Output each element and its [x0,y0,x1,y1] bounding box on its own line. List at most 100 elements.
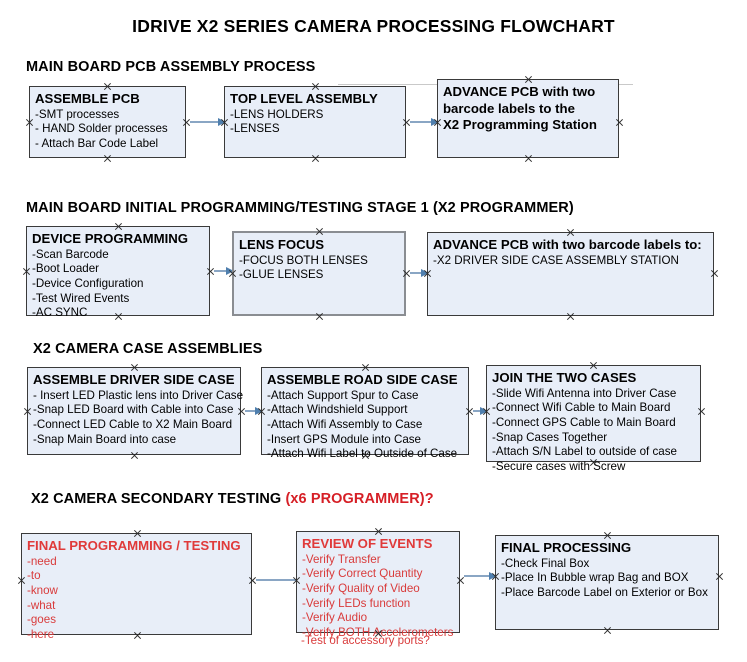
connection-handle-left[interactable] [257,407,266,416]
node-line: -SMT processes [35,107,120,121]
node-lens-focus[interactable]: LENS FOCUS -FOCUS BOTH LENSES -GLUE LENS… [232,231,406,316]
connection-handle-top[interactable] [103,82,112,91]
connection-handle-top[interactable] [130,363,139,372]
node-line: -Test Wired Events [32,291,130,305]
node-title: FINAL PROCESSING [501,540,632,555]
node-title: TOP LEVEL ASSEMBLY [230,91,378,106]
connection-handle-top[interactable] [603,531,612,540]
connection-handle-bottom[interactable] [524,154,533,163]
connection-handle-bottom[interactable] [114,312,123,321]
connection-handle-top[interactable] [311,82,320,91]
node-assemble-driver-side-case[interactable]: ASSEMBLE DRIVER SIDE CASE - Insert LED P… [27,367,244,455]
connection-handle-left[interactable] [292,576,301,585]
connection-handle-bottom[interactable] [315,312,324,321]
connection-handle-left[interactable] [220,118,229,127]
node-line: -Insert GPS Module into Case [267,432,422,446]
connection-handle-top[interactable] [524,75,533,84]
node-line: -GLUE LENSES [239,268,324,282]
node-title: ASSEMBLE PCB [35,91,140,106]
connection-handle-left[interactable] [22,267,31,276]
connection-handle-right[interactable] [715,572,724,581]
connection-handle-left[interactable] [423,269,432,278]
node-advance-pcb-driver-side[interactable]: ADVANCE PCB with two barcode labels to: … [427,232,714,316]
connection-handle-left[interactable] [433,118,442,127]
connection-handle-top[interactable] [566,228,575,237]
node-line: -LENS HOLDERS [230,107,324,121]
connection-handle-bottom[interactable] [374,629,383,638]
node-title: ASSEMBLE DRIVER SIDE CASE [33,372,235,387]
node-line: -Attach S/N Label to outside of case [492,445,677,459]
node-line: - HAND Solder processes [35,122,168,136]
connection-handle-bottom[interactable] [311,154,320,163]
node-join-the-two-cases[interactable]: JOIN THE TWO CASES -Slide Wifi Antenna i… [486,365,701,473]
node-line: - Insert LED Plastic lens into Driver Ca… [33,388,244,402]
node-title: ASSEMBLE ROAD SIDE CASE [267,372,458,387]
node-device-programming[interactable]: DEVICE PROGRAMMING -Scan Barcode -Boot L… [26,226,210,319]
node-line: -here [27,628,55,642]
node-title: ADVANCE PCB with two barcode labels to: [433,237,702,252]
node-title: LENS FOCUS [239,237,324,252]
connection-handle-top[interactable] [133,529,142,538]
page-title: IDRIVE X2 SERIES CAMERA PROCESSING FLOWC… [132,16,615,36]
connection-handle-bottom[interactable] [103,154,112,163]
node-title: JOIN THE TWO CASES [492,370,637,385]
node-line: -know [27,584,58,598]
connection-handle-left[interactable] [482,407,491,416]
connection-handle-bottom[interactable] [589,458,598,467]
connection-handle-left[interactable] [23,407,32,416]
node-line: -Slide Wifi Antenna into Driver Case [492,386,677,400]
connection-handle-top[interactable] [315,227,324,236]
node-final-processing[interactable]: FINAL PROCESSING -Check Final Box -Place… [495,535,719,630]
node-title-line3: X2 Programming Station [443,117,597,133]
section-heading-text: MAIN BOARD INITIAL PROGRAMMING/TESTING S… [26,200,574,216]
connection-handle-left[interactable] [491,572,500,581]
node-assemble-road-side-case[interactable]: ASSEMBLE ROAD SIDE CASE -Attach Support … [261,367,469,460]
node-line: -what [27,598,56,612]
connection-handle-bottom[interactable] [133,631,142,640]
section-heading-main-board-pcb-assembly: MAIN BOARD PCB ASSEMBLY PROCESS [26,59,315,75]
section-heading-text: MAIN BOARD PCB ASSEMBLY PROCESS [26,59,316,75]
node-top-level-assembly[interactable]: TOP LEVEL ASSEMBLY -LENS HOLDERS -LENSES [224,86,406,158]
section-heading-main-board-initial-programming: MAIN BOARD INITIAL PROGRAMMING/TESTING S… [26,200,574,216]
node-line: -Verify Audio [302,611,368,625]
node-line: -Device Configuration [32,277,144,291]
connection-handle-bottom[interactable] [130,451,139,460]
connection-handle-bottom[interactable] [603,626,612,635]
node-final-programming-testing[interactable]: FINAL PROGRAMMING / TESTING -need -to -k… [21,533,252,641]
connection-handle-left[interactable] [17,576,26,585]
connection-handle-right[interactable] [697,407,706,416]
node-line: -X2 DRIVER SIDE CASE ASSEMBLY STATION [433,253,679,267]
node-assemble-pcb[interactable]: ASSEMBLE PCB -SMT processes - HAND Solde… [29,86,186,158]
node-line: -FOCUS BOTH LENSES [239,253,368,267]
section-heading-x2-camera-case-assemblies: X2 CAMERA CASE ASSEMBLIES [33,341,262,357]
connection-handle-top[interactable] [589,361,598,370]
node-line: -LENSES [230,122,280,136]
connection-handle-bottom[interactable] [566,312,575,321]
node-line: -Scan Barcode [32,247,109,261]
node-line: -Attach Windshield Support [267,403,408,417]
section-heading-text: X2 CAMERA SECONDARY TESTING [31,491,286,507]
section-heading-accent: (x6 PROGRAMMER)? [285,491,434,507]
node-review-of-events[interactable]: REVIEW OF EVENTS -Verify Transfer -Verif… [296,531,460,639]
node-advance-pcb-programming-station[interactable]: ADVANCE PCB with two barcode labels to t… [437,79,619,158]
connection-handle-right[interactable] [615,118,624,127]
connection-handle-top[interactable] [361,363,370,372]
node-line: - Attach Bar Code Label [35,137,159,151]
node-line: -Verify Transfer [302,552,381,566]
node-title-line2: barcode labels to the [443,100,575,116]
node-line: -Verify Correct Quantity [302,567,423,581]
connection-handle-left[interactable] [228,269,237,278]
connection-handle-top[interactable] [114,222,123,231]
node-line: -Snap Cases Together [492,430,608,444]
section-heading-x2-camera-secondary-testing: X2 CAMERA SECONDARY TESTING (x6 PROGRAMM… [31,491,434,507]
node-line: -Connect Wifi Cable to Main Board [492,401,671,415]
node-line: -Attach Support Spur to Case [267,388,419,402]
node-line: -Verify Quality of Video [302,582,420,596]
connection-handle-bottom[interactable] [361,451,370,460]
connection-handle-top[interactable] [374,527,383,536]
node-overflow-line: -Test of accessory ports? [301,634,430,647]
node-title: FINAL PROGRAMMING / TESTING [27,538,241,553]
connection-handle-right[interactable] [710,269,719,278]
connection-handle-left[interactable] [25,118,34,127]
node-line: -Verify LEDs function [302,596,411,610]
